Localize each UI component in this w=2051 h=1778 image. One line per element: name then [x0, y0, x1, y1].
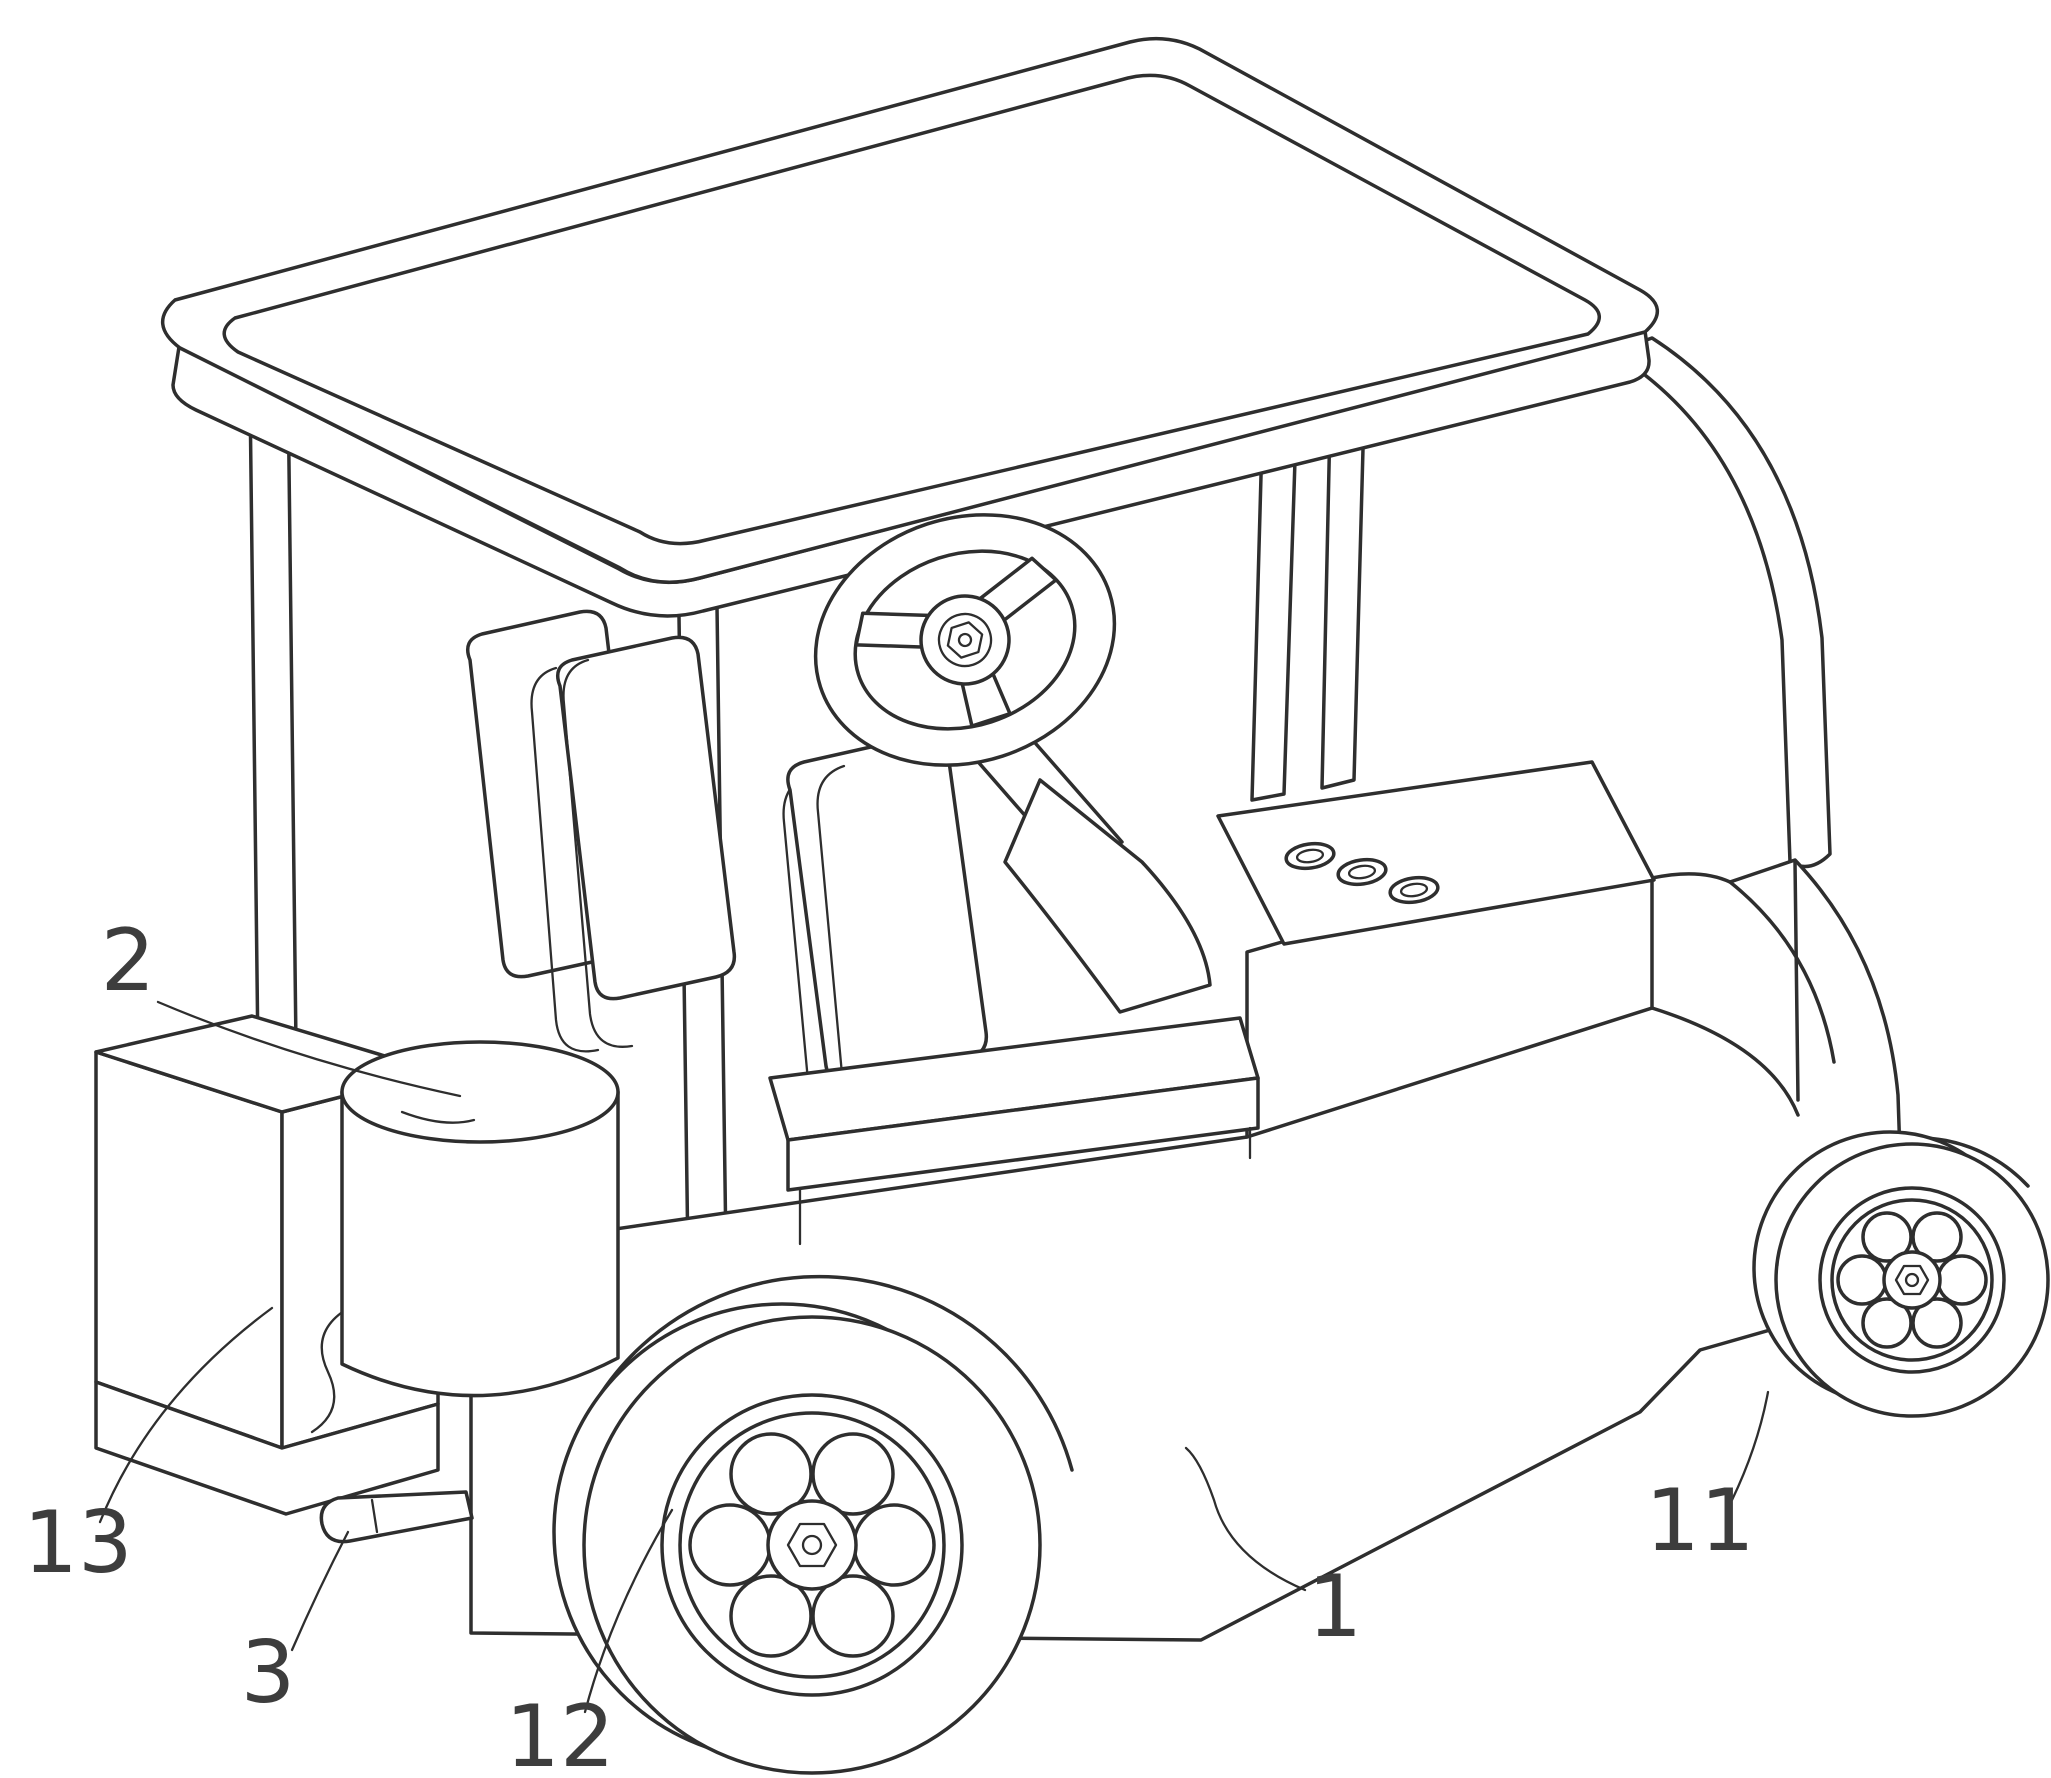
rim-petal: [811, 1574, 895, 1658]
front-seat-tube-2: [816, 764, 848, 1120]
ref-label-3: 3: [241, 1623, 296, 1723]
hub-dot: [1904, 1272, 1920, 1288]
hub-hex-bolt: [1894, 1264, 1930, 1296]
steering-assembly: [813, 513, 1212, 1014]
ref-label-12: 12: [505, 1687, 614, 1778]
leader-line-11: [1730, 1390, 1770, 1502]
roof-top-surface: [160, 36, 1659, 584]
tow-hitch: [319, 1490, 474, 1544]
wheel-front-left: [552, 1302, 1042, 1775]
leader-line-13: [98, 1306, 274, 1524]
bench-front-face: [786, 1076, 1260, 1192]
rim-petal: [729, 1574, 813, 1658]
rim-petal: [1861, 1297, 1913, 1349]
interior-floor-edge: [1245, 1006, 1654, 1139]
dash-panel: [1216, 760, 1656, 946]
leader-line-3: [290, 1530, 350, 1652]
rim-inner: [678, 1411, 946, 1679]
ref-label-2: 2: [101, 911, 156, 1011]
roof-inset-line: [222, 73, 1601, 546]
windshield-post-right: [1320, 410, 1366, 790]
tow-hitch-detail: [370, 1498, 379, 1534]
dashboard: [1216, 760, 1656, 946]
leader-line-1: [1184, 1446, 1307, 1592]
hub-dot: [801, 1534, 823, 1556]
leader-line-2: [156, 1000, 462, 1098]
cylinder-top-detail: [400, 1110, 476, 1124]
rear-bumper: [94, 1380, 440, 1516]
rim-inner: [1830, 1198, 1994, 1362]
front-seatback: [786, 733, 989, 1087]
rear-seat-group: [466, 609, 737, 1053]
rear-seat-tube-1: [530, 666, 600, 1053]
wheel-front-right: [1752, 1130, 2050, 1418]
steering-hub-ring: [937, 612, 993, 668]
rim-petal: [1911, 1211, 1963, 1263]
dash-vent-1: [1284, 841, 1336, 871]
rear-seat-tube-2: [562, 658, 634, 1048]
rim-petal: [729, 1432, 813, 1516]
dash-vent-2: [1336, 857, 1388, 887]
steering-wheel: [813, 513, 1117, 767]
bench-seat: [768, 1016, 1260, 1246]
ref-label-13: 13: [23, 1493, 132, 1593]
dash-vent-3: [1388, 875, 1440, 905]
steering-hub: [919, 594, 1011, 686]
front-fender-crease: [1650, 1006, 1800, 1117]
steering-hub-hex-bolt: [946, 621, 984, 659]
windshield-post-left: [1250, 428, 1298, 802]
rear-seatback-right: [556, 635, 737, 1001]
rear-left-pillar: [248, 380, 298, 1058]
rear-cable-curve: [310, 1304, 354, 1434]
rim-petal: [1911, 1297, 1963, 1349]
bench-support: [798, 1126, 1252, 1246]
rim-petal: [811, 1432, 895, 1516]
cargo-cylinder: [340, 1040, 620, 1398]
rim-petal: [1861, 1211, 1913, 1263]
steering-hub-dot: [957, 632, 973, 648]
hub: [766, 1499, 858, 1591]
cylinder-top: [340, 1040, 620, 1144]
ref-label-1: 1: [1308, 1557, 1363, 1657]
hub-hex-bolt: [786, 1522, 838, 1568]
front-quarter-line: [1793, 860, 1800, 1102]
roof-canopy: [160, 36, 1659, 618]
leader-line-12: [583, 1508, 674, 1714]
hub: [1882, 1250, 1942, 1310]
rear-box-left-face: [94, 1050, 284, 1450]
hood-crease: [1728, 880, 1836, 1064]
front-curved-pillar: [1610, 336, 1832, 869]
ref-label-11: 11: [1645, 1471, 1754, 1571]
steering-column-shroud: [1003, 778, 1212, 1014]
